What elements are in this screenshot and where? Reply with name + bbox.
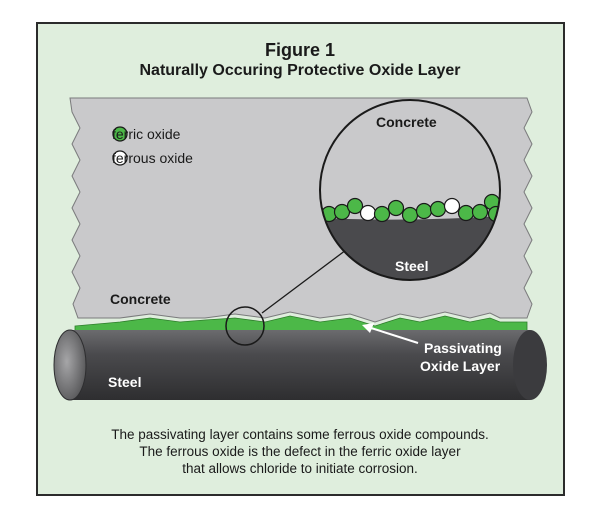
- concrete-zoom-label: Concrete: [376, 114, 437, 130]
- caption-line-1: The passivating layer contains some ferr…: [111, 427, 489, 442]
- ferric-oxide-particle: [373, 205, 391, 223]
- ferric-oxide-particle: [415, 202, 433, 220]
- zoom-connector: [261, 249, 347, 314]
- legend-ferrous-label: ferrous oxide: [112, 150, 193, 166]
- ferric-oxide-particle: [387, 199, 405, 217]
- ferric-oxide-particle: [457, 204, 475, 222]
- concrete-main-label: Concrete: [110, 291, 171, 307]
- ferric-oxide-particle: [333, 203, 351, 221]
- zoom-source-circle: [225, 306, 265, 346]
- ferric-oxide-particle: [346, 197, 364, 215]
- ferric-oxide-legend-dot: [112, 126, 128, 142]
- caption-line-3: that allows chloride to initiate corrosi…: [182, 461, 418, 476]
- legend-ferric: ferric oxide: [112, 126, 180, 142]
- ferrous-oxide-particle: [443, 197, 461, 215]
- passivating-arrow: [367, 326, 419, 344]
- ferric-oxide-particle: [429, 200, 447, 218]
- steel-bar: [70, 330, 530, 400]
- passivating-label-line2: Oxide Layer: [420, 358, 501, 374]
- passivating-layer: [74, 315, 528, 333]
- caption-line-2: The ferrous oxide is the defect in the f…: [139, 444, 461, 459]
- ferrous-oxide-legend-dot: [112, 150, 128, 166]
- figure-label: Figure 1: [264, 40, 335, 60]
- ferric-oxide-particle: [401, 206, 419, 224]
- zoom-particles: [320, 193, 500, 224]
- steel-zoom-label: Steel: [395, 258, 429, 274]
- passivating-label-line1: Passivating: [424, 340, 502, 356]
- ferric-oxide-particle: [471, 203, 489, 221]
- steel-bar-end-right: [513, 330, 547, 400]
- legend-ferrous: ferrous oxide: [112, 150, 193, 166]
- passivating-arrowhead: [362, 323, 374, 333]
- figure-title: Naturally Occuring Protective Oxide Laye…: [139, 62, 461, 79]
- ferrous-oxide-particle: [359, 204, 377, 222]
- steel-main-label: Steel: [108, 374, 142, 390]
- zoom-circle: [319, 99, 501, 281]
- legend-ferric-label: ferric oxide: [112, 126, 181, 142]
- steel-bar-end-left: [53, 329, 87, 401]
